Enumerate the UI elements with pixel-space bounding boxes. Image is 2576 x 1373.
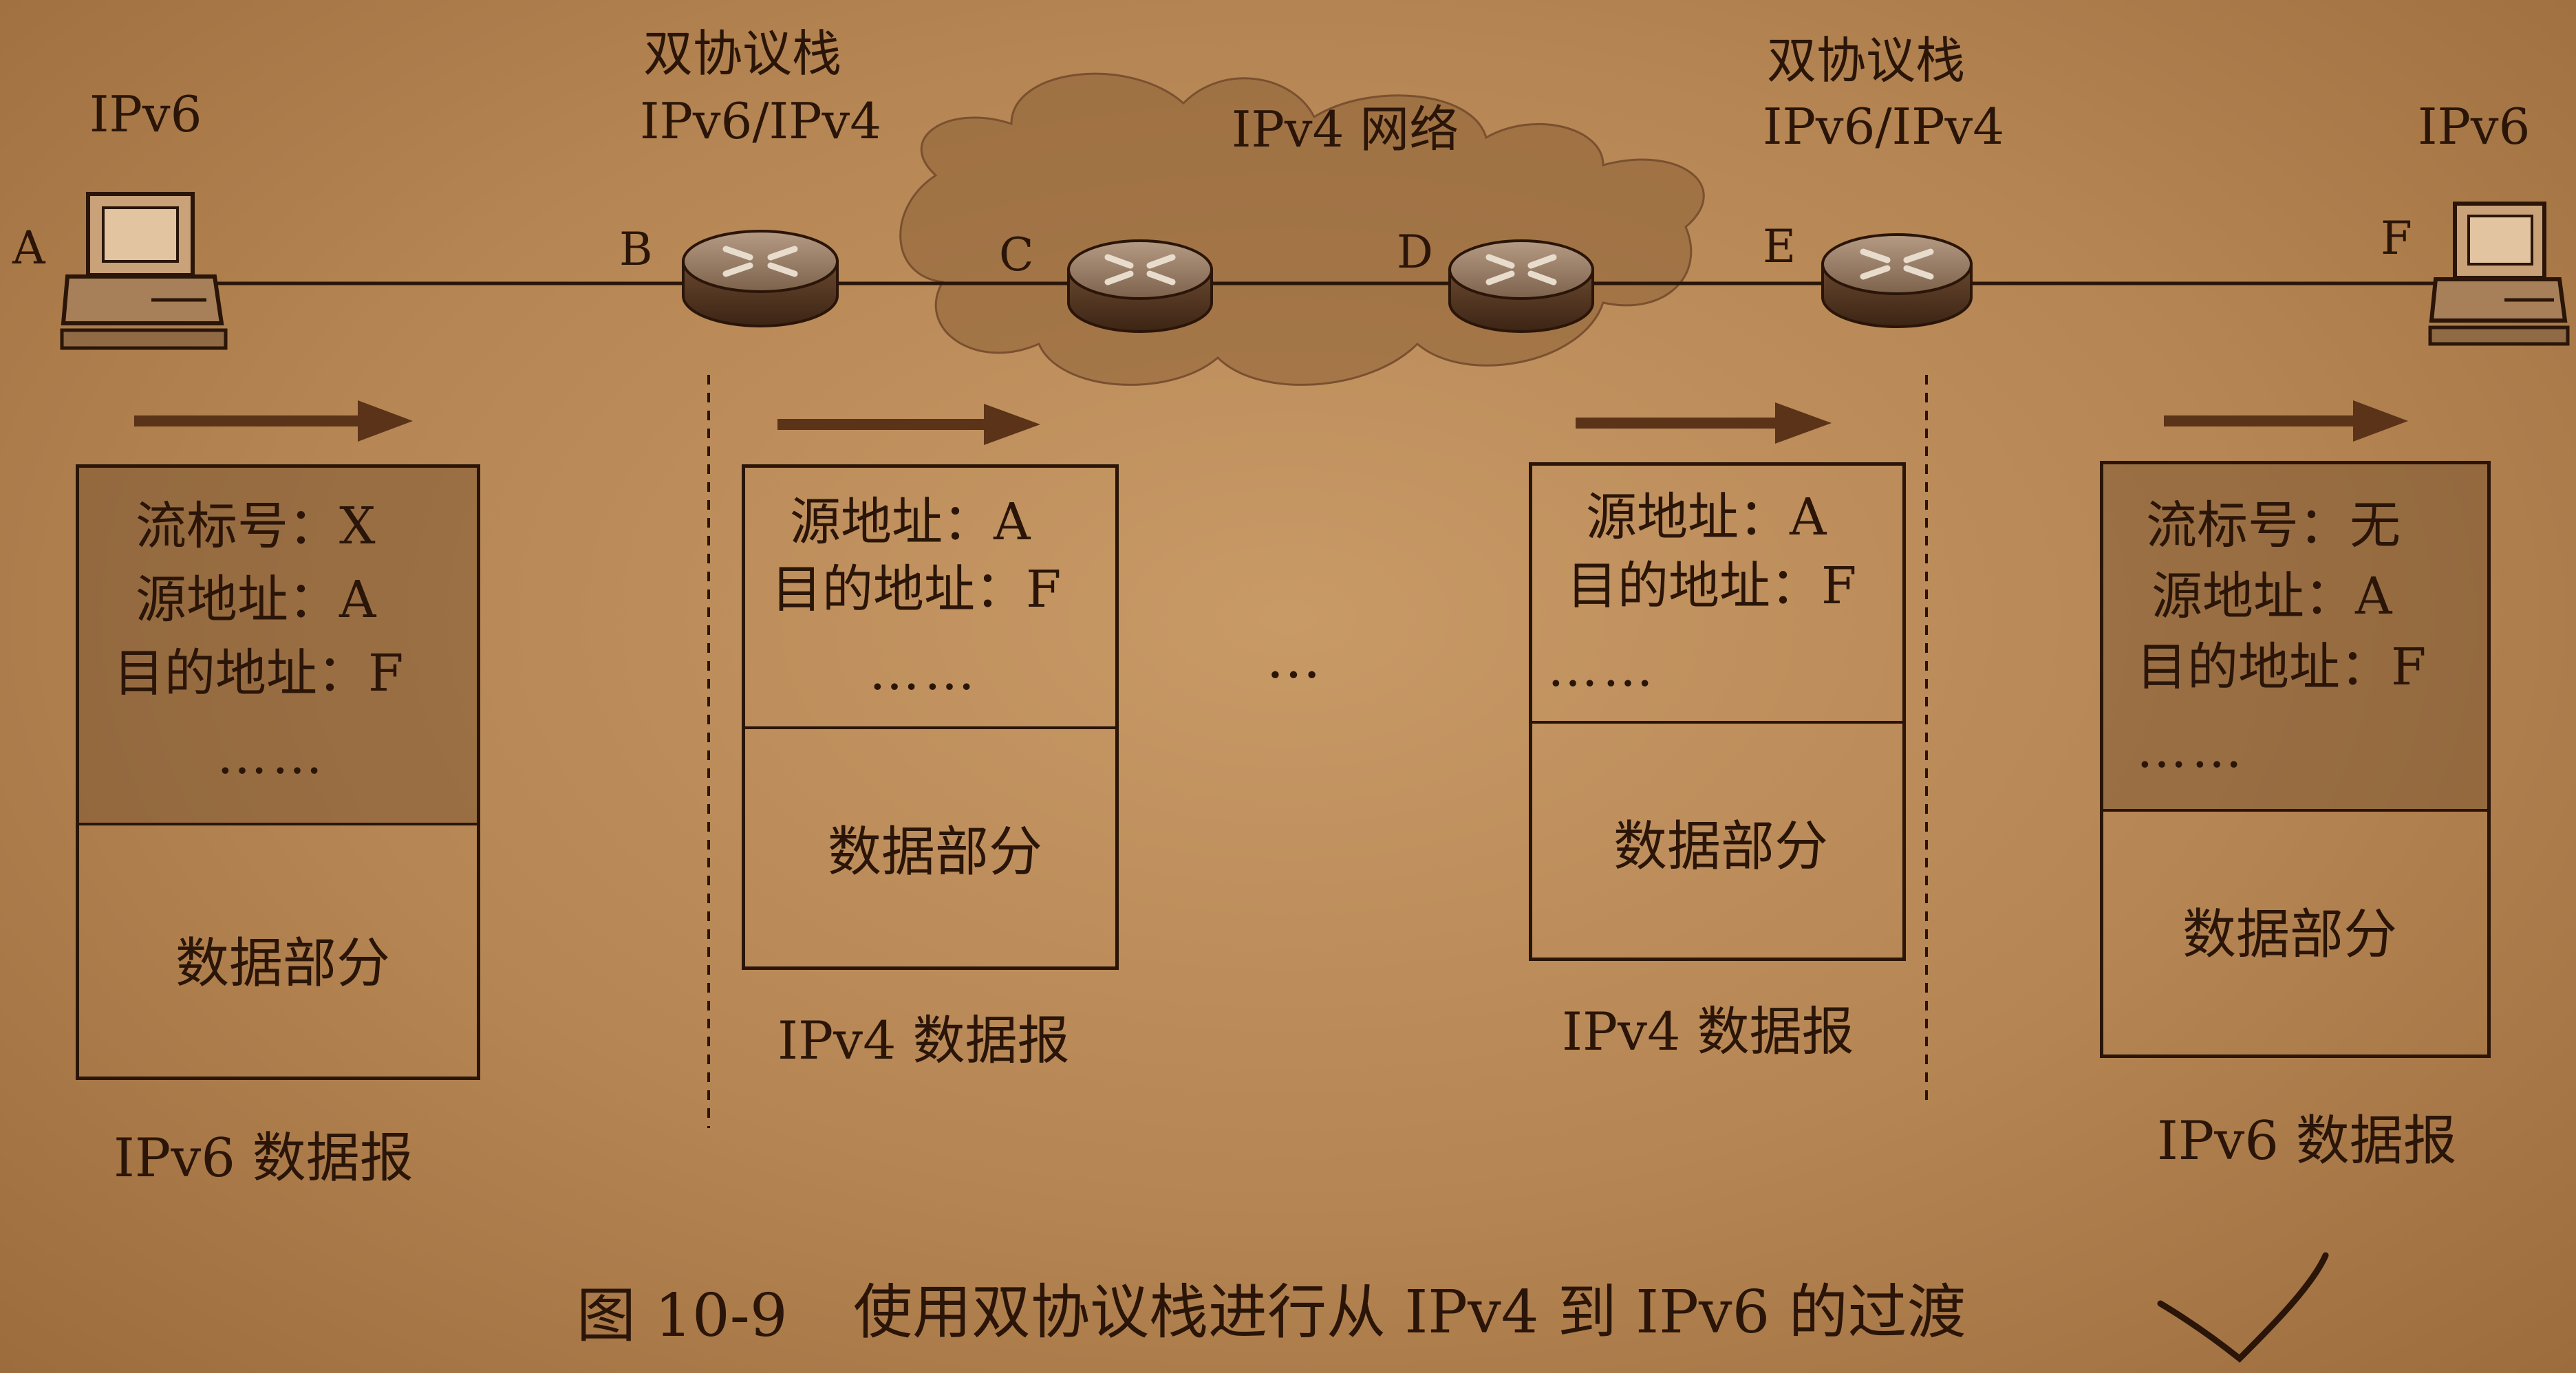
packet-body: 数据部分 [79,825,477,1077]
packet-body: 数据部分 [745,729,1115,966]
packet-label: IPv4 数据报 [777,1010,1070,1071]
header-field: 目的地址：F [114,644,404,703]
packet-body: 数据部分 [1532,724,1902,958]
router-b-stack-protocols: IPv6/IPv4 [640,92,881,150]
header-field: 流标号：无 [2146,496,2401,555]
direction-arrow-1 [134,400,413,442]
figure-caption-text: 使用双协议栈进行从 IPv4 到 IPv6 的过渡 [853,1278,1966,1347]
packet-header: 流标号：X 源地址：A 目的地址：F …… [79,468,477,825]
header-field: 目的地址：F [2136,638,2427,697]
router-d-icon [1448,239,1594,333]
header-ellipsis: …… [217,726,327,786]
host-f-computer-icon [2428,202,2570,346]
packet-header: 源地址：A 目的地址：F …… [745,468,1115,729]
host-a-protocol-label: IPv6 [89,85,202,143]
header-field: 目的地址：F [1567,556,1857,616]
packet-body-label: 数据部分 [1613,816,1829,878]
packet-body: 数据部分 [2103,812,2487,1055]
header-ellipsis: …… [869,642,979,702]
network-label: IPv4 网络 [1232,100,1459,158]
router-e-stack-title: 双协议栈 [1767,32,1966,89]
header-ellipsis: …… [1547,639,1657,698]
packet-label: IPv4 数据报 [1562,1001,1854,1062]
header-field: 源地址：A [790,493,1031,552]
direction-arrow-2 [777,404,1040,445]
packet-ipv6-source: 流标号：X 源地址：A 目的地址：F …… 数据部分 [76,464,480,1080]
packet-ipv6-destination: 流标号：无 源地址：A 目的地址：F …… 数据部分 [2100,461,2491,1058]
router-e-icon [1821,233,1973,328]
host-f-protocol-label: IPv6 [2418,98,2531,155]
packet-header: 源地址：A 目的地址：F …… [1532,466,1902,724]
router-b-stack-title: 双协议栈 [643,25,842,83]
direction-arrow-3 [1576,402,1832,444]
packet-label: IPv6 数据报 [2157,1110,2457,1172]
header-field: 目的地址：F [771,560,1062,619]
check-mark-icon [2157,1252,2329,1363]
router-e-stack-protocols: IPv6/IPv4 [1763,98,2004,155]
header-ellipsis: …… [2136,720,2246,779]
header-field: 源地址：A [1586,488,1827,547]
router-b-icon [682,230,839,327]
packet-label: IPv6 数据报 [114,1127,414,1189]
router-c-icon [1067,239,1213,333]
packet-body-label: 数据部分 [175,933,391,995]
router-b-letter: B [619,223,653,276]
packet-body-label: 数据部分 [2182,904,2398,966]
packet-ipv4-after-b: 源地址：A 目的地址：F …… 数据部分 [742,464,1119,970]
figure-number: 图 10-9 [577,1282,788,1350]
router-d-letter: D [1397,226,1433,279]
host-a-computer-icon [60,192,228,350]
host-a-letter: A [12,221,45,274]
router-c-letter: C [999,228,1034,281]
packet-body-label: 数据部分 [828,821,1043,883]
header-field: 源地址：A [136,570,376,629]
direction-arrow-4 [2164,400,2408,442]
router-e-letter: E [1763,220,1796,273]
packet-header: 流标号：无 源地址：A 目的地址：F …… [2103,464,2487,812]
header-field: 源地址：A [2151,567,2392,626]
transit-ellipsis: … [1266,627,1324,691]
packet-ipv4-before-e: 源地址：A 目的地址：F …… 数据部分 [1529,462,1906,961]
header-field: 流标号：X [136,497,376,556]
host-f-letter: F [2381,212,2412,265]
